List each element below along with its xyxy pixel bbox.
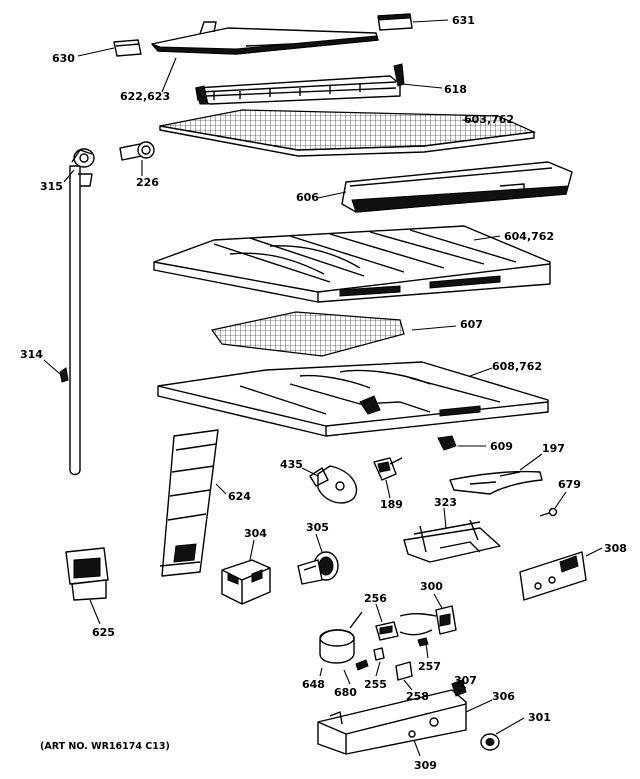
part-608-762	[157, 361, 549, 437]
callout-609: 609	[490, 440, 513, 453]
part-624	[159, 429, 219, 577]
callout-307: 307	[454, 674, 477, 687]
callout-189: 189	[380, 498, 403, 511]
callout-226: 226	[136, 176, 159, 189]
part-255	[373, 647, 385, 661]
callout-301: 301	[528, 711, 551, 724]
callout-323: 323	[434, 496, 457, 509]
callout-608-762: 608,762	[492, 360, 542, 373]
callout-300: 300	[420, 580, 443, 593]
callout-306: 306	[492, 690, 515, 703]
part-308	[519, 551, 587, 601]
part-648	[319, 611, 363, 664]
callout-625: 625	[92, 626, 115, 639]
callout-631: 631	[452, 14, 475, 27]
part-258	[395, 661, 413, 681]
part-256	[375, 621, 399, 641]
part-226	[119, 141, 155, 161]
part-680	[355, 659, 369, 671]
part-189	[373, 457, 403, 481]
callout-618: 618	[444, 83, 467, 96]
part-306	[317, 679, 467, 755]
callout-314: 314	[20, 348, 43, 361]
callout-258: 258	[406, 690, 429, 703]
callout-604-762: 604,762	[504, 230, 554, 243]
callout-630: 630	[52, 52, 75, 65]
part-606	[341, 161, 573, 213]
callout-305: 305	[306, 521, 329, 534]
callout-309: 309	[414, 759, 437, 772]
callout-315: 315	[40, 180, 63, 193]
part-679	[539, 507, 558, 517]
part-301	[480, 733, 500, 751]
part-435	[309, 465, 358, 504]
part-305	[297, 551, 339, 585]
callout-680: 680	[334, 686, 357, 699]
part-604-762	[153, 225, 551, 303]
part-603-762	[159, 109, 537, 157]
part-197	[449, 470, 543, 495]
callout-308: 308	[604, 542, 627, 555]
callout-labels: 631 630 622,623 618 603,762 315 226 606 …	[20, 14, 627, 772]
part-622-623	[151, 21, 379, 55]
part-323	[403, 519, 501, 563]
callout-197: 197	[542, 442, 565, 455]
part-300	[399, 605, 457, 635]
part-630	[113, 39, 142, 57]
callout-679: 679	[558, 478, 581, 491]
part-631	[377, 13, 413, 31]
callout-256: 256	[364, 592, 387, 605]
part-609	[437, 435, 457, 451]
part-257	[399, 629, 433, 647]
callout-606: 606	[296, 191, 319, 204]
part-618	[195, 63, 405, 105]
callout-622-623: 622,623	[120, 90, 170, 103]
part-315-rod	[59, 148, 95, 476]
part-304	[221, 559, 271, 605]
callout-304: 304	[244, 527, 267, 540]
callout-624: 624	[228, 490, 251, 503]
callout-648: 648	[302, 678, 325, 691]
part-625	[65, 547, 109, 601]
part-607	[210, 311, 405, 357]
callout-257: 257	[418, 660, 441, 673]
callout-435: 435	[280, 458, 303, 471]
callout-607: 607	[460, 318, 483, 331]
callout-603-762: 603,762	[464, 113, 514, 126]
leader-lines	[43, 19, 603, 757]
art-number: (ART NO. WR16174 C13)	[40, 741, 170, 752]
callout-255: 255	[364, 678, 387, 691]
